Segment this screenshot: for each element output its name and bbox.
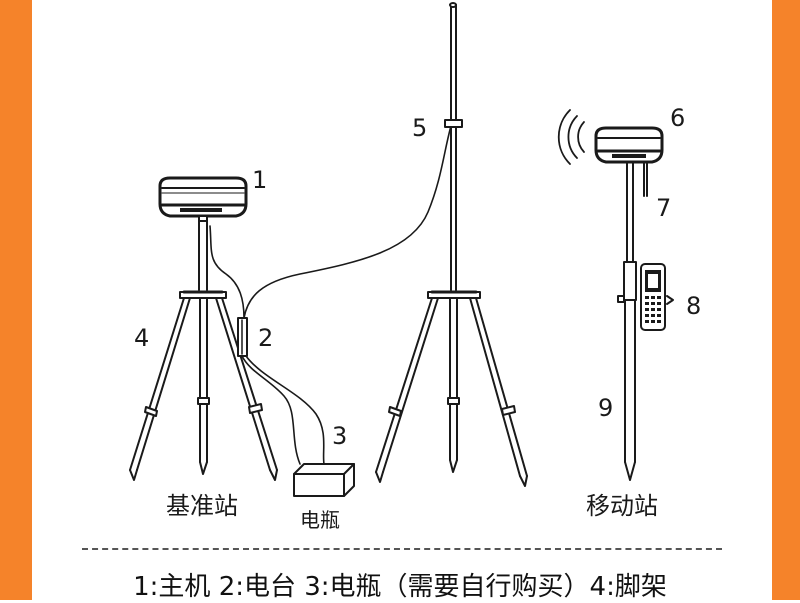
- dashed-divider: [82, 548, 722, 550]
- battery-icon: [293, 463, 355, 497]
- callout-2: 2: [258, 324, 274, 352]
- callout-1: 1: [252, 166, 268, 194]
- base-receiver-icon: [158, 176, 248, 222]
- radio-icon: [237, 317, 248, 357]
- cables: [209, 121, 453, 465]
- orange-border-right: [772, 0, 800, 600]
- legend-text: 1:主机 2:电台 3:电瓶（需要自行购买）4:脚架: [133, 572, 667, 602]
- callout-3: 3: [332, 422, 348, 450]
- antenna-mast-icon: [375, 2, 528, 487]
- label-base-station: 基准站: [166, 492, 238, 520]
- callout-8: 8: [686, 292, 702, 320]
- callout-6: 6: [670, 104, 686, 132]
- rover-receiver-icon: [594, 126, 664, 164]
- label-rover-station: 移动站: [586, 492, 658, 520]
- wireless-signal-icon: [557, 109, 585, 165]
- rover-pole-icon: [617, 161, 648, 481]
- callout-9: 9: [598, 394, 614, 422]
- callout-5: 5: [412, 114, 428, 142]
- base-tripod-icon: [129, 219, 278, 481]
- callout-7: 7: [656, 194, 672, 222]
- callout-4: 4: [134, 324, 150, 352]
- label-battery: 电瓶: [300, 508, 340, 532]
- controller-icon: [640, 263, 674, 331]
- orange-border-left: [0, 0, 32, 600]
